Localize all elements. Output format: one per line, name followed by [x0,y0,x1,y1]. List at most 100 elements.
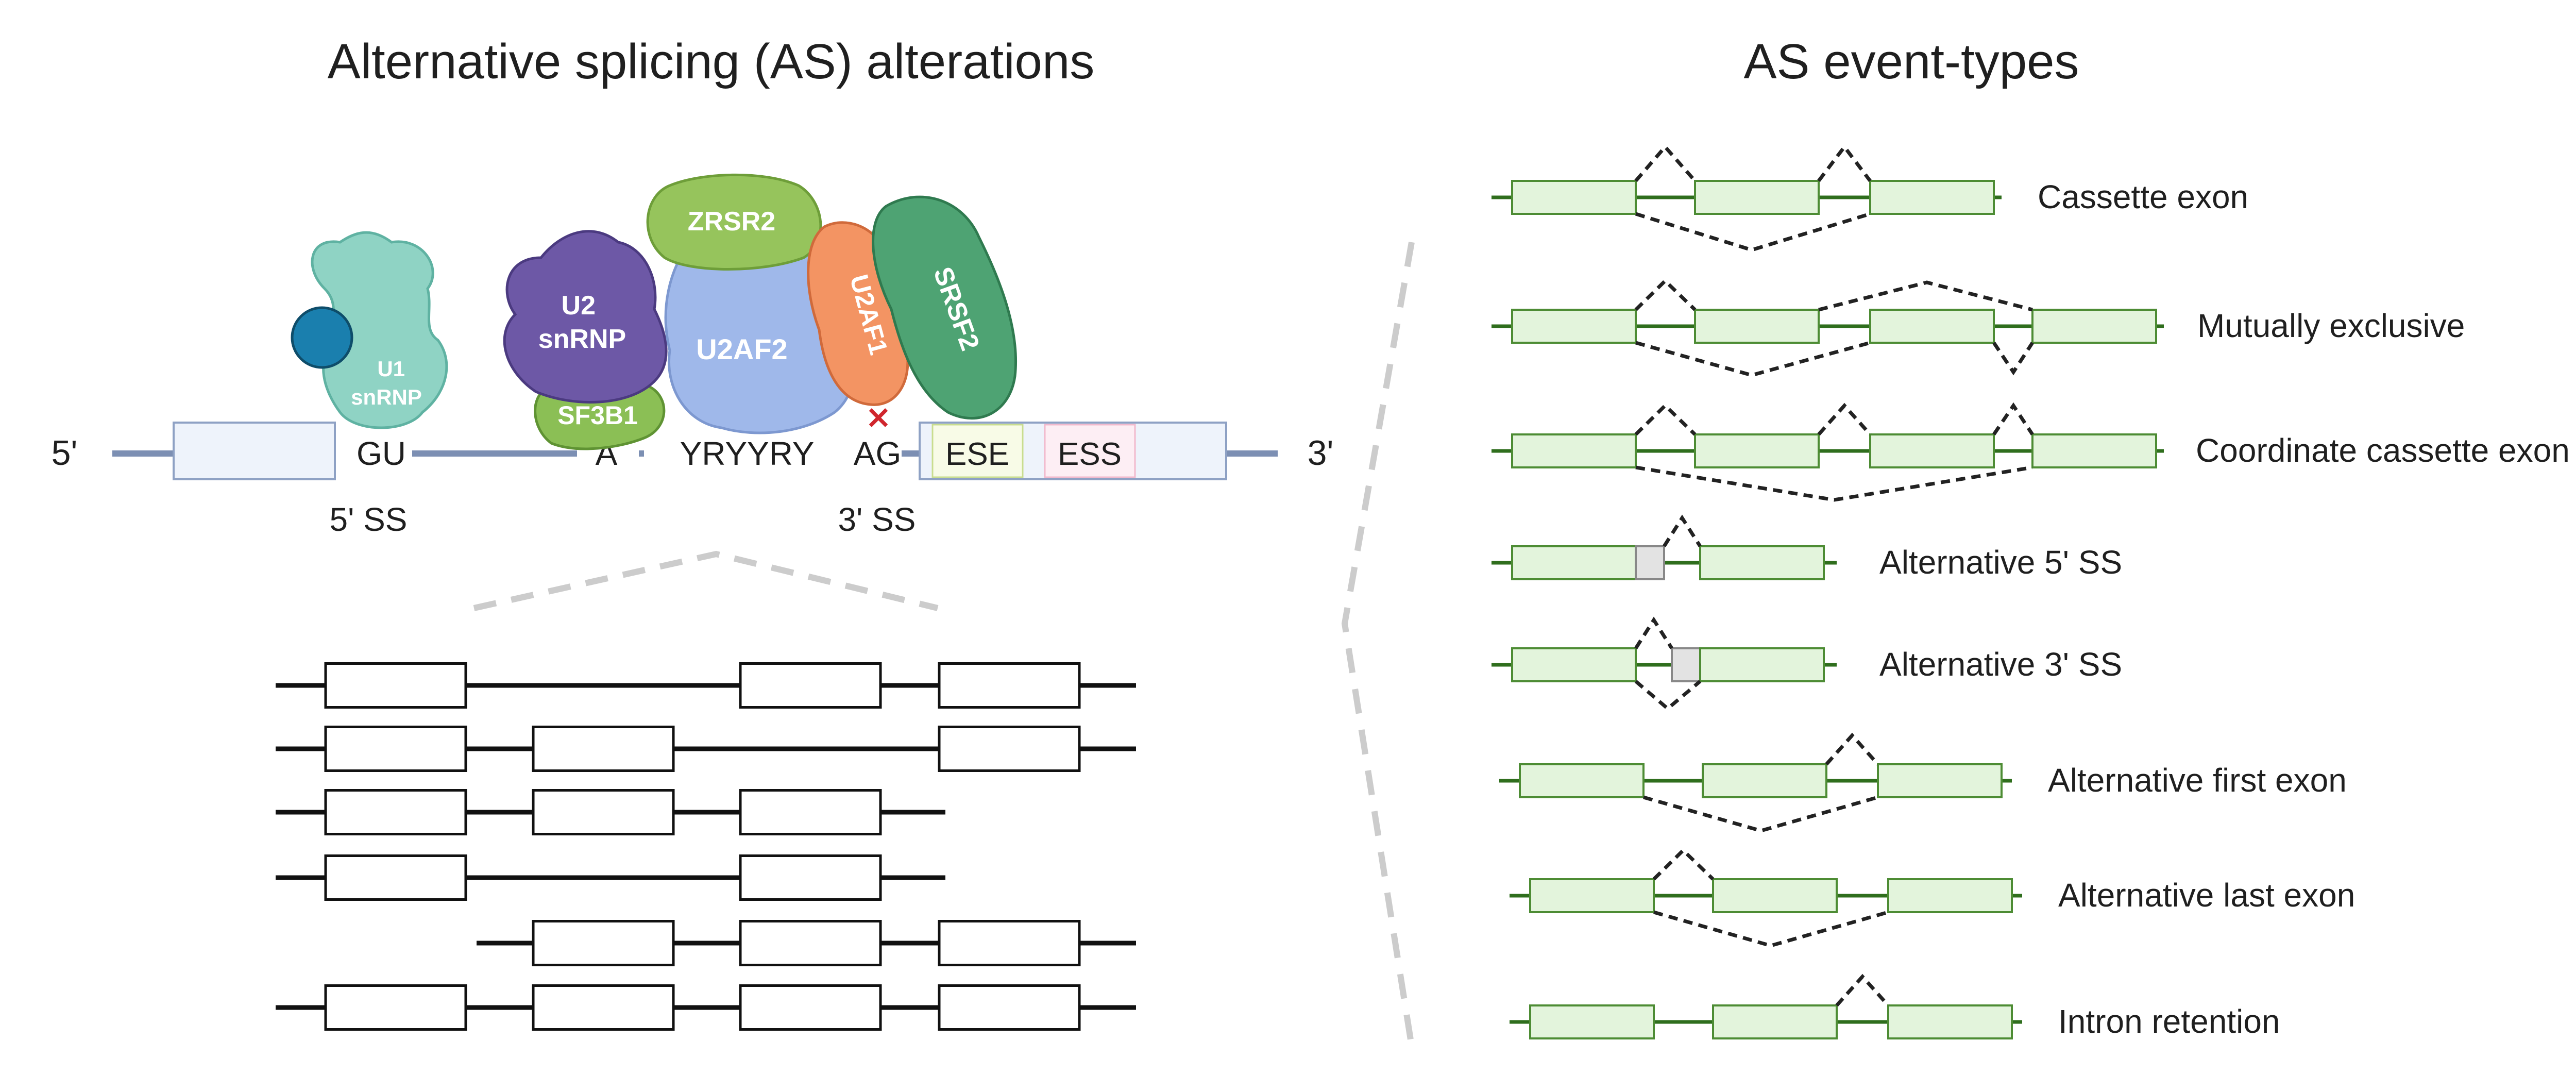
event-label: Alternative first exon [2048,762,2347,799]
splice-arc [1635,212,1871,252]
exon [1529,878,1655,913]
splice-arc [1992,402,2034,435]
transcript-exon [938,920,1081,966]
exon [1869,180,1995,215]
splice-arc [1634,616,1673,649]
splice-arc [1634,403,1697,436]
u2af2-label: U2AF2 [696,333,787,365]
ess-box [1044,424,1136,478]
exon [1519,763,1645,798]
transcript-exon [324,726,467,772]
u2-snrnp-shape [503,230,668,404]
mutation-mark: × [865,398,892,435]
u2-line1: U2 [562,291,596,321]
pre-mrna-schematic: 5' 3' GU A YRYYRY AG ESE ESS 5' SS 3' SS [52,422,1334,538]
sf3b1-label: SF3B1 [557,401,638,430]
transcript-row [276,789,945,835]
transcript-row [276,662,1136,709]
exon [1511,309,1637,344]
three-prime-end-label: 3' [1308,433,1334,473]
splice-arc [1835,973,1890,1007]
u2-line2: snRNP [538,324,626,354]
zrsr2-shape [646,173,822,271]
splice-arc [1992,342,2034,376]
backbone-gap [829,423,902,479]
transcript-exon [532,726,675,772]
transcript-row [276,984,1136,1031]
event-label: Coordinate cassette exon [2196,432,2570,469]
upstream-exon [173,422,336,480]
transcript-exon [532,789,675,835]
gu-label: GU [357,435,406,472]
transcript-row [477,920,1136,966]
splice-arc [1635,465,2033,502]
transcript-exon [938,726,1081,772]
splice-arc [1635,341,1871,377]
polypyrimidine-label: YRYYRY [680,435,815,472]
splice-arc [1653,910,1889,948]
splice-arc [1663,514,1702,547]
srsf2-shape [872,195,1018,420]
spliceosome-proteins: U1 snRNP SF3B1 U2 snRNP U2AF2 ZRSR2 U2AF… [291,173,1018,450]
transcript-row [276,726,1136,772]
u1-snrnp-label: U1 snRNP [351,357,422,409]
event-alternative-3ss: Alternative 3' SS [1492,616,2122,711]
exon [1712,878,1838,913]
backbone-gap [814,443,829,464]
exon [1887,1004,2013,1039]
exon [1511,433,1637,468]
exon [1869,433,1995,468]
transcript-row [276,854,945,901]
transcript-isoforms [276,662,1136,1031]
transcript-exon [324,789,467,835]
u1-bound-molecule [291,306,353,369]
splice-arc [1634,680,1702,711]
exon [2031,309,2157,344]
zrsr2-label: ZRSR2 [688,207,775,237]
splice-arc [1825,732,1879,766]
exon [1877,763,2003,798]
exon [1699,545,1825,580]
event-label: Cassette exon [2038,178,2248,215]
transcript-exon [532,984,675,1031]
exon [1699,647,1825,682]
exon [1712,1004,1838,1039]
exon [1529,1004,1655,1039]
exon [2031,433,2157,468]
event-label: Alternative 5' SS [1879,544,2122,581]
transcript-exon [739,854,882,901]
panel-divider [1341,241,1415,1047]
ese-label: ESE [945,437,1009,472]
event-intron-retention: Intron retention [1510,973,2280,1040]
backbone-gap [335,423,412,479]
u1-line2: snRNP [351,385,422,409]
splice-arc [1817,144,1872,182]
splice-arc [1634,278,1697,311]
splice-arc [1817,402,1872,436]
transcript-exon [324,984,467,1031]
as-event-types: Cassette exon Mutually exclusive [1492,144,2570,1040]
alternative-region [1635,545,1665,580]
event-label: Intron retention [2058,1003,2280,1040]
five-prime-end-label: 5' [52,433,78,473]
exon [1694,180,1820,215]
exon [1694,433,1820,468]
ag-label: AG [854,435,901,472]
event-label: Alternative 3' SS [1879,646,2122,683]
event-label: Mutually exclusive [2197,307,2465,344]
ess-label: ESS [1058,437,1122,472]
five-prime-ss-label: 5' SS [330,501,408,538]
exon [1869,309,1995,344]
u1-snrnp-shape [311,231,448,429]
event-label: Alternative last exon [2058,877,2355,914]
u2-snrnp-label: U2 snRNP [538,291,626,354]
transcript-exon [739,920,882,966]
exon [1887,878,2013,913]
u1-line1: U1 [377,357,405,381]
ese-box [931,424,1024,478]
exon [1511,180,1637,215]
transcript-exon [938,662,1081,709]
transcript-exon [739,662,882,709]
splice-arc [1818,280,2033,312]
event-alternative-5ss: Alternative 5' SS [1492,514,2122,581]
